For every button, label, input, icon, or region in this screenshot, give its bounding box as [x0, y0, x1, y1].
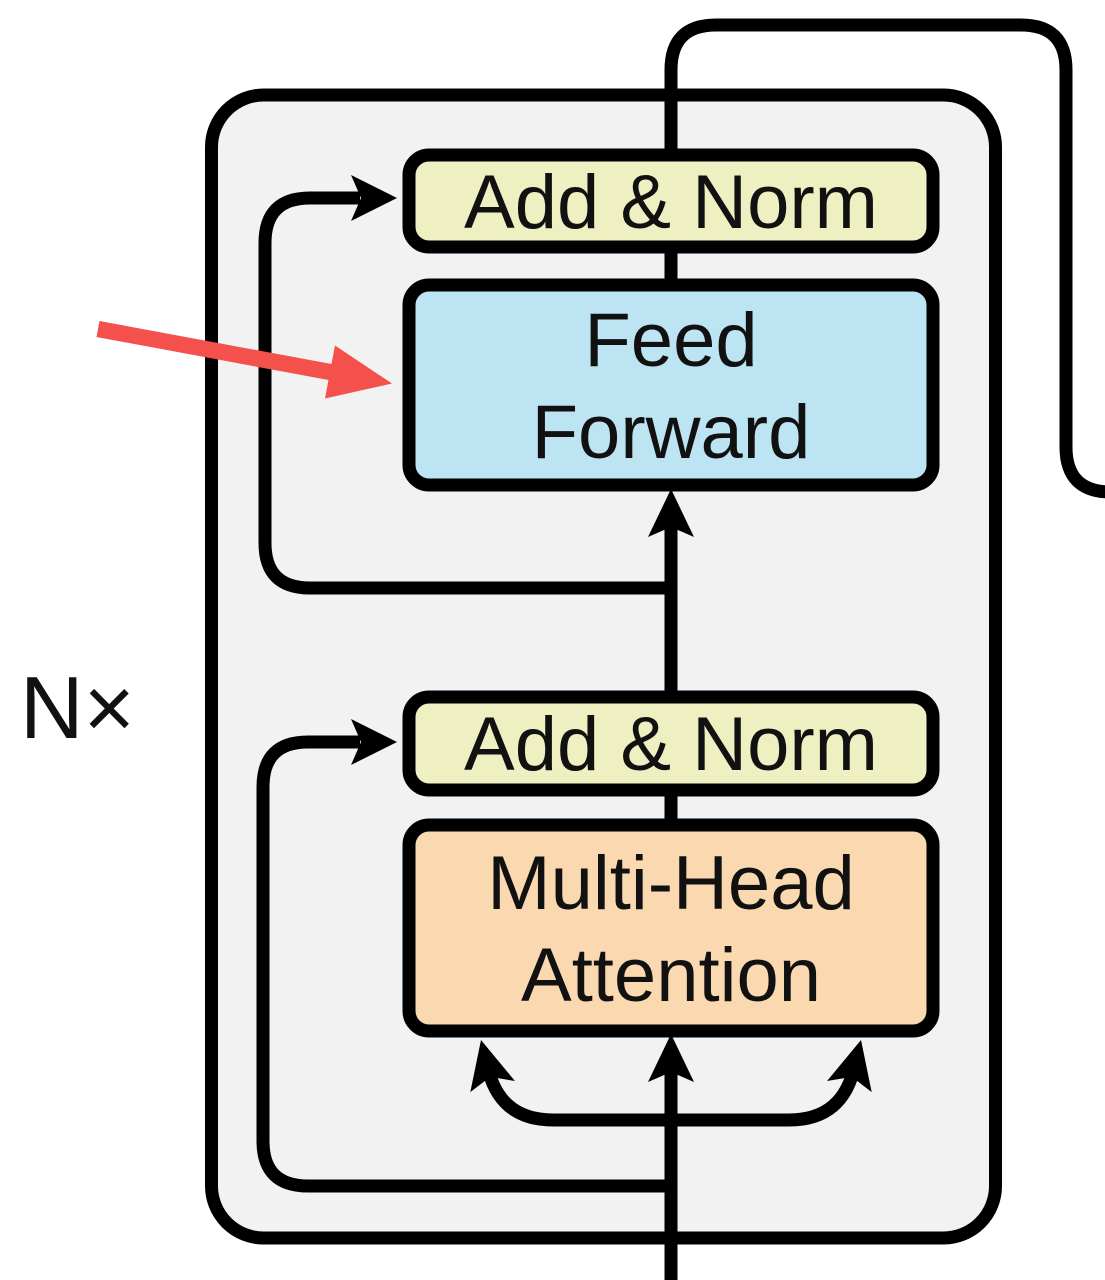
residual-skip-upper	[258, 191, 671, 595]
feed-forward-label-line1: Feed	[584, 298, 757, 383]
arrowhead-into-feed-forward	[648, 489, 694, 537]
encoder-output-line	[664, 18, 1105, 499]
add-norm-top-label: Add & Norm	[464, 160, 878, 245]
feed-forward-box	[402, 278, 940, 492]
residual-skip-lower	[256, 735, 671, 1193]
arrowhead-into-mha-left	[470, 1040, 515, 1093]
add-norm-bottom-label: Add & Norm	[464, 702, 878, 787]
encoder-container	[205, 88, 1002, 1245]
red-annotation-arrow-icon	[96, 321, 392, 399]
multi-head-attention-label-line2: Attention	[521, 933, 821, 1018]
feed-forward-label-line2: Forward	[532, 390, 811, 475]
repeat-count-label: N×	[20, 658, 135, 757]
add-norm-bottom-box	[402, 690, 940, 797]
arrowhead-into-add-norm-upper	[351, 175, 397, 221]
add-norm-top-box	[402, 148, 940, 254]
arrowhead-into-add-norm-lower	[351, 719, 397, 765]
multi-head-attention-label-line1: Multi-Head	[487, 841, 854, 926]
arrowhead-into-mha-right	[827, 1040, 872, 1093]
arrowhead-into-mha-center	[648, 1034, 694, 1082]
multi-head-attention-box	[402, 818, 940, 1038]
